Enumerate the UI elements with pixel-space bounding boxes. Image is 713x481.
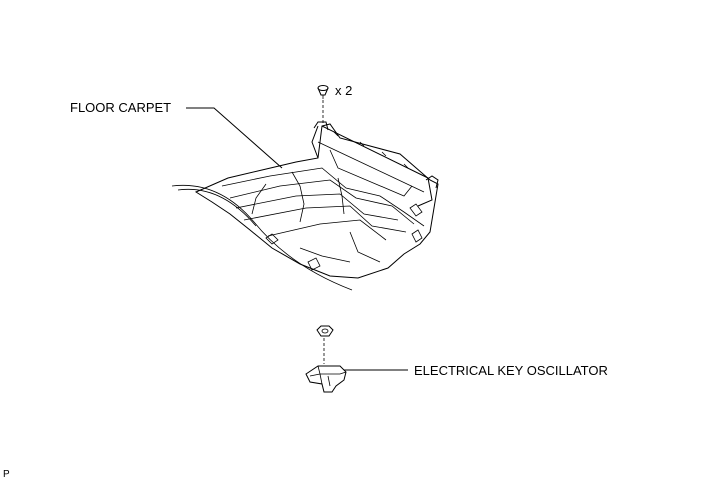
floor-carpet-leader-line	[186, 107, 283, 169]
nut-icon	[316, 325, 334, 337]
floor-carpet-label: FLOOR CARPET	[70, 100, 171, 115]
clip-quantity-label: x 2	[335, 83, 352, 98]
floor-carpet-part	[171, 121, 439, 291]
electrical-key-oscillator-label: ELECTRICAL KEY OSCILLATOR	[414, 363, 608, 378]
electrical-key-oscillator-part	[305, 365, 347, 393]
corner-code: P	[3, 469, 10, 480]
push-clip-icon	[317, 85, 329, 99]
